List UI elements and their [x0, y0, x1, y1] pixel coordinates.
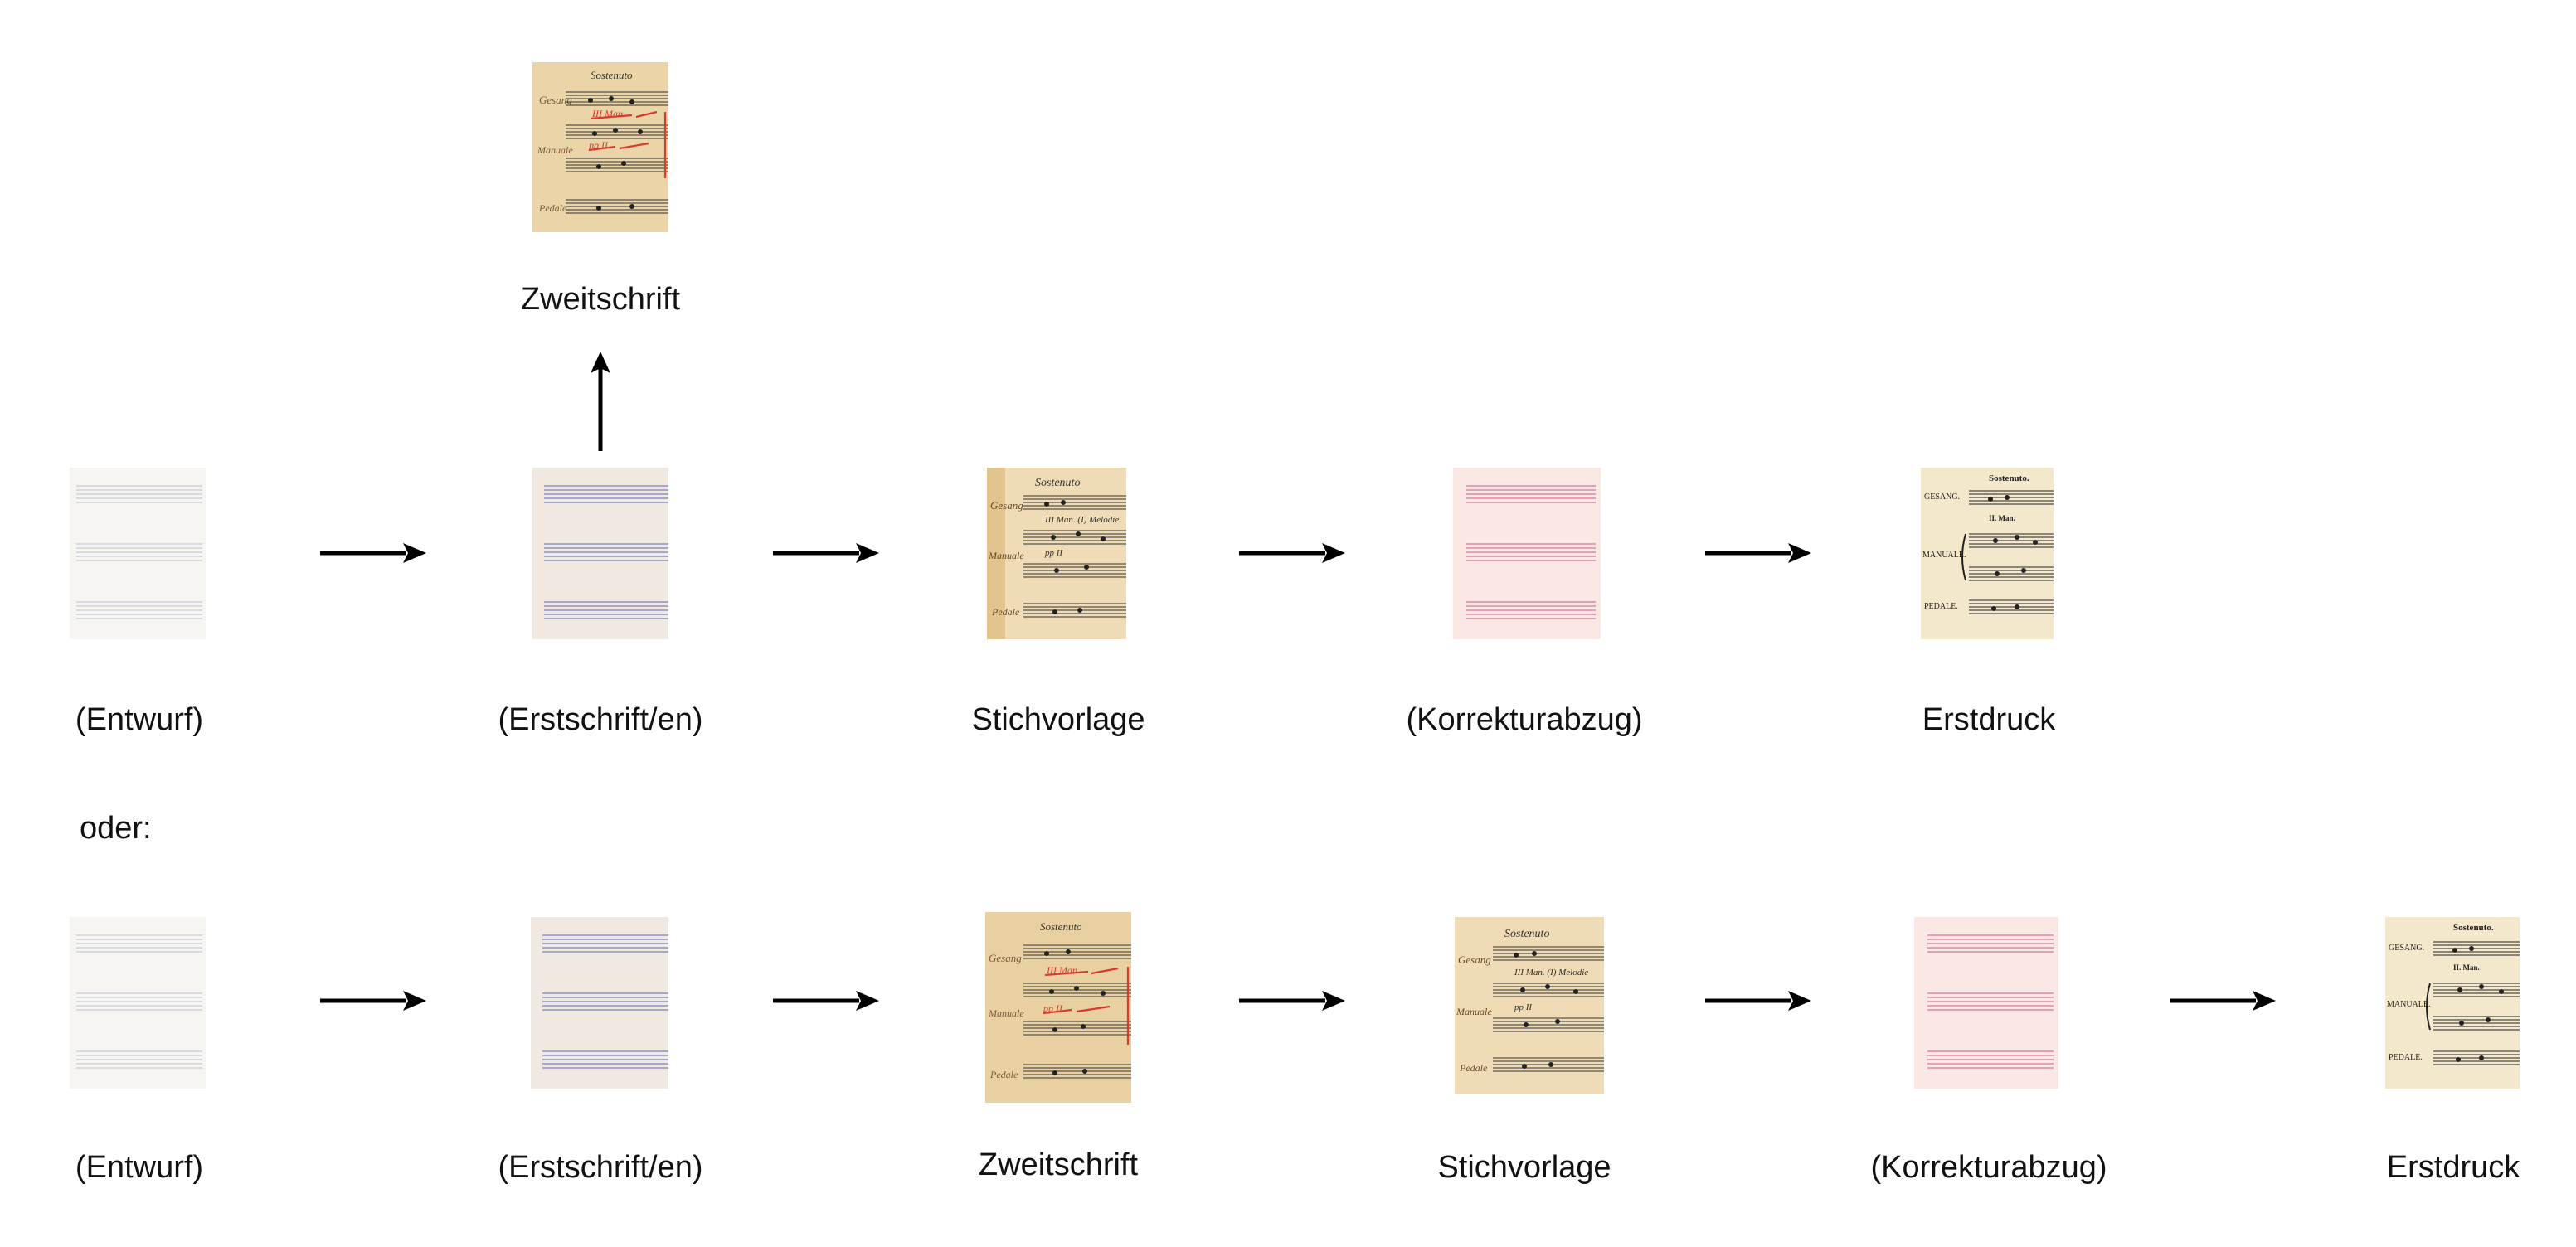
arrow-right-icon — [1705, 539, 1811, 567]
row2-stage-label: Zweitschrift — [979, 1149, 1138, 1181]
svg-text:III Man. (I) Melodie: III Man. (I) Melodie — [1044, 515, 1119, 525]
row1-stage-label: Erstdruck — [1922, 704, 2055, 735]
svg-text:III Man.: III Man. — [1046, 964, 1080, 976]
print-staff-label: MANUALE. — [1922, 551, 1966, 560]
svg-text:Sostenuto: Sostenuto — [1504, 928, 1549, 940]
svg-text:Pedale: Pedale — [989, 1069, 1018, 1080]
svg-text:Gesang: Gesang — [1458, 953, 1491, 966]
row2-stage-label: (Entwurf) — [75, 1152, 203, 1183]
row1-stage-label: Stichvorlage — [971, 704, 1145, 735]
row2-stage-label: Stichvorlage — [1437, 1152, 1611, 1183]
print-annotation: II. Man. — [2453, 963, 2480, 972]
svg-text:III Man.: III Man. — [591, 108, 625, 119]
row1-erstschrift-thumbnail — [532, 468, 668, 639]
arrow-right-icon — [1239, 539, 1345, 567]
svg-text:Gesang: Gesang — [990, 499, 1023, 512]
arrow-up-icon — [587, 352, 614, 451]
print-staff-label: PEDALE. — [2389, 1053, 2423, 1062]
row2-zweitschrift-thumbnail: Gesang Manuale Pedale Sostenuto III Man.… — [985, 912, 1131, 1103]
svg-text:Manuale: Manuale — [537, 144, 573, 156]
row2-entwurf-thumbnail — [70, 917, 206, 1089]
svg-text:pp II: pp II — [1043, 1002, 1063, 1014]
print-annotation: II. Man. — [1989, 514, 2015, 522]
row1-entwurf-thumbnail — [70, 468, 206, 639]
svg-text:Pedale: Pedale — [991, 606, 1020, 618]
svg-text:pp II: pp II — [1514, 1002, 1533, 1012]
print-staff-label: GESANG. — [2389, 944, 2424, 953]
arrow-right-icon — [320, 539, 426, 567]
arrow-right-icon — [1705, 987, 1811, 1015]
row1-stage-label: (Korrekturabzug) — [1406, 704, 1642, 735]
row2-erstschrift-thumbnail — [531, 917, 668, 1089]
row1-korrekturabzug-thumbnail — [1453, 468, 1601, 639]
svg-text:Pedale: Pedale — [538, 202, 567, 214]
row2-stage-label: (Korrekturabzug) — [1870, 1152, 2107, 1183]
zweitschrift-manuscript-thumbnail: Gesang Manuale Pedale Sostenuto III Man.… — [532, 62, 668, 232]
row2-stage-label: Erstdruck — [2387, 1152, 2520, 1183]
arrow-right-icon — [320, 987, 426, 1015]
row1-erstdruck-thumbnail: Sostenuto. GESANG. MANUALE. PEDALE. II. … — [1921, 468, 2054, 639]
arrow-right-icon — [2170, 987, 2276, 1015]
svg-text:Manuale: Manuale — [988, 550, 1024, 561]
svg-text:Sostenuto: Sostenuto — [1035, 477, 1080, 489]
svg-text:Gesang: Gesang — [989, 952, 1022, 964]
row1-stage-label: (Erstschrift/en) — [498, 704, 702, 735]
print-staff-label: MANUALE. — [2387, 1000, 2431, 1009]
print-staff-label: GESANG. — [1924, 492, 1960, 502]
arrow-right-icon — [773, 539, 879, 567]
row2-korrekturabzug-thumbnail — [1914, 917, 2058, 1089]
row2-stage-label: (Erstschrift/en) — [498, 1152, 702, 1183]
row2-stichvorlage-thumbnail: Gesang Manuale Pedale Sostenuto III Man.… — [1455, 917, 1604, 1094]
print-heading: Sostenuto. — [1989, 473, 2029, 483]
print-heading: Sostenuto. — [2453, 923, 2494, 933]
arrow-right-icon — [1239, 987, 1345, 1015]
row1-stichvorlage-thumbnail: Gesang Manuale Pedale Sostenuto III Man.… — [987, 468, 1126, 639]
svg-text:pp II: pp II — [588, 139, 609, 151]
arrow-right-icon — [773, 987, 879, 1015]
row1-stage-label: (Entwurf) — [75, 704, 203, 735]
row2-erstdruck-thumbnail: Sostenuto. GESANG. MANUALE. PEDALE. II. … — [2385, 917, 2520, 1089]
svg-text:pp II: pp II — [1044, 548, 1063, 558]
svg-text:Pedale: Pedale — [1459, 1062, 1488, 1074]
svg-text:Sostenuto: Sostenuto — [1040, 920, 1082, 933]
svg-text:Sostenuto: Sostenuto — [591, 69, 633, 81]
svg-text:Manuale: Manuale — [1456, 1006, 1492, 1017]
svg-text:III Man. (I) Melodie: III Man. (I) Melodie — [1514, 968, 1588, 978]
svg-text:Manuale: Manuale — [988, 1007, 1024, 1019]
top-branch-label: Zweitschrift — [521, 284, 680, 315]
print-staff-label: PEDALE. — [1924, 602, 1958, 611]
alternative-separator: oder: — [80, 813, 152, 844]
